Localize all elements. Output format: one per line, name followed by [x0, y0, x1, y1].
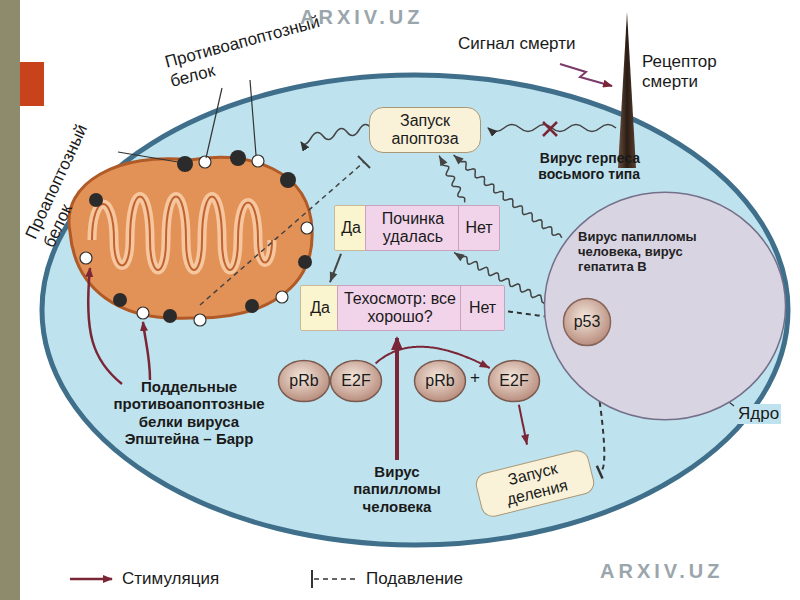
block-cross [543, 122, 557, 136]
node-text: Да [310, 299, 330, 317]
signal-label: Сигнал смерти [458, 34, 575, 54]
inhibition-bar [597, 466, 603, 479]
watermark: ARXIV.UZ [300, 6, 424, 29]
node-text: Техосмотр: все хорошо? [338, 290, 462, 327]
answer-box: Да [300, 285, 340, 331]
protein-circle: E2F [488, 360, 540, 402]
virus-label: Вирус папилломы человека [342, 463, 452, 515]
connector [439, 156, 465, 203]
protein-circle: pRb [414, 360, 466, 402]
hpv-arrow [395, 338, 399, 460]
answer-box: Нет [460, 285, 505, 331]
inhibition-bar [358, 156, 370, 168]
process-box: Запуск деления [473, 448, 596, 520]
wavy-arrow [439, 156, 465, 203]
node-ellipse [563, 298, 610, 345]
connector [330, 254, 341, 282]
accent-square [20, 62, 44, 106]
node-text: Вирус папилломы человека, вирус гепатита… [578, 230, 708, 275]
virus-label: Вирус герпеса восьмого типа [488, 150, 640, 182]
process-box: Запуск апоптоза [369, 107, 481, 153]
question-box: Починка удалась [365, 205, 461, 251]
leader-line [250, 80, 256, 155]
ebv-arrow [143, 322, 150, 380]
node-ellipse [489, 360, 540, 401]
side-strip [0, 0, 20, 600]
antiapoptotic-proteins [80, 155, 313, 326]
mitochondrion-cristae [92, 197, 272, 271]
arrowhead [479, 360, 490, 368]
proapoptotic-proteins [89, 150, 312, 323]
arrowhead [454, 155, 464, 165]
legend-inhibition-sample [314, 578, 356, 580]
watermark: ARXIV.UZ [600, 560, 724, 583]
node-ellipse [544, 192, 785, 419]
mitochondrion [69, 158, 312, 319]
virus-label: Поддельные противоапоптозные белки вирус… [100, 378, 278, 447]
node-text: Нет [469, 299, 496, 317]
answer-box: Да [334, 205, 368, 251]
node-text: Нет [465, 219, 492, 237]
connector [519, 405, 529, 445]
legend-text: Стимуляция [122, 569, 219, 589]
leader-line [206, 88, 222, 158]
mitochondrion-cristae-line [92, 197, 272, 271]
legend-text: Подавление [366, 569, 463, 589]
plus-sign: + [470, 368, 480, 388]
node-ellipse [331, 360, 382, 401]
cell-membrane [42, 75, 788, 545]
arrow-line [330, 254, 341, 282]
legend-stimulation-sample [70, 578, 112, 581]
node-text: E2F [341, 372, 370, 390]
nucleus-label: Ядро [736, 404, 781, 424]
node-ellipse [415, 360, 466, 401]
question-box: Техосмотр: все хорошо? [337, 285, 463, 331]
node-text: Запуск деления [475, 452, 595, 515]
apoptosis-to-mitochondrion [301, 124, 371, 144]
answer-box: Нет [458, 205, 500, 251]
p53-circle: p53 [563, 298, 611, 346]
protein-circle: pRb [278, 360, 330, 402]
receptor-label: Рецептор смерти [642, 52, 742, 91]
arrowhead [454, 253, 465, 262]
protein-circle: E2F [330, 360, 382, 402]
arrowhead [521, 434, 529, 445]
node-text: pRb [425, 372, 454, 390]
arrowhead [330, 271, 337, 282]
leader-line [118, 152, 178, 162]
node-text: E2F [499, 372, 528, 390]
node-text: p53 [574, 313, 601, 331]
arrowhead [439, 156, 447, 167]
node-text: Да [341, 219, 361, 237]
legend-inhibition-bar [311, 570, 313, 588]
node-ellipse [279, 360, 330, 401]
callout-label: Проапоптозный белок [22, 111, 115, 251]
node-text: Починка удалась [366, 210, 460, 247]
nucleus: Вирус папилломы человека, вирус гепатита… [542, 190, 788, 422]
node-text: pRb [289, 372, 318, 390]
death-receptor [618, 12, 636, 168]
death-signal [560, 64, 612, 86]
ebv-arrow [88, 268, 122, 384]
node-text: Запуск апоптоза [370, 112, 480, 149]
